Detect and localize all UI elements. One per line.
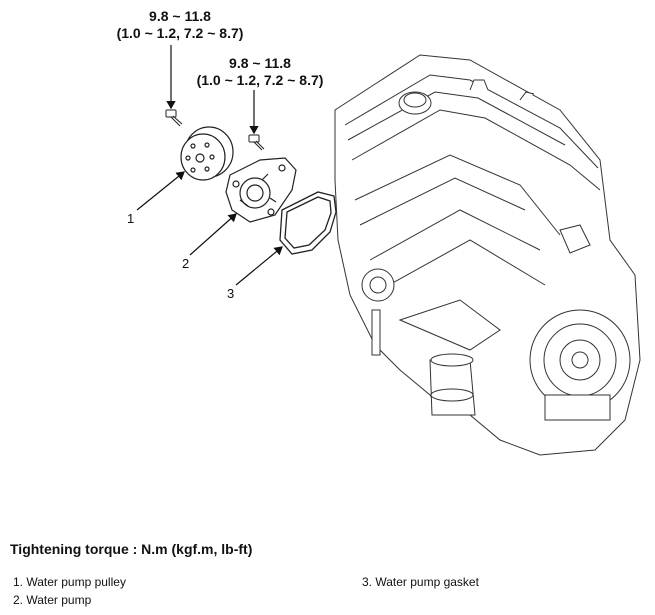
torque-value-alt: (1.0 ~ 1.2, 7.2 ~ 8.7): [116, 25, 244, 41]
water-pump: [225, 157, 297, 223]
water-pump-pulley: [180, 126, 234, 181]
water-pump-gasket: [279, 191, 337, 255]
torque-label-pulley-bolt: 9.8 ~ 11.8 (1.0 ~ 1.2, 7.2 ~ 8.7): [110, 8, 250, 42]
legend-item-water-pump-gasket: 3. Water pump gasket: [362, 575, 479, 589]
bolt-icon: [248, 134, 265, 151]
exploded-view-figure: 9.8 ~ 11.8 (1.0 ~ 1.2, 7.2 ~ 8.7) 9.8 ~ …: [110, 8, 641, 456]
leader-line-1: [136, 171, 185, 211]
legend-item-water-pump-pulley: 1. Water pump pulley: [13, 575, 126, 589]
torque-label-pump-bolt: 9.8 ~ 11.8 (1.0 ~ 1.2, 7.2 ~ 8.7): [190, 55, 330, 89]
torque-value-nm: 9.8 ~ 11.8: [149, 8, 211, 24]
callout-2: 2: [182, 256, 190, 271]
legend-item-water-pump: 2. Water pump: [13, 593, 92, 607]
leader-line-3: [235, 246, 283, 286]
callout-3: 3: [227, 286, 235, 301]
engine-block: [334, 54, 641, 456]
torque-value-alt: (1.0 ~ 1.2, 7.2 ~ 8.7): [196, 72, 324, 88]
line-drawing: [136, 45, 641, 456]
torque-title: Tightening torque : N.m (kgf.m, lb-ft): [10, 541, 253, 557]
bolt-icon: [165, 109, 183, 127]
torque-value-nm: 9.8 ~ 11.8: [229, 55, 291, 71]
callout-1: 1: [127, 211, 135, 226]
leader-line-2: [189, 213, 237, 256]
